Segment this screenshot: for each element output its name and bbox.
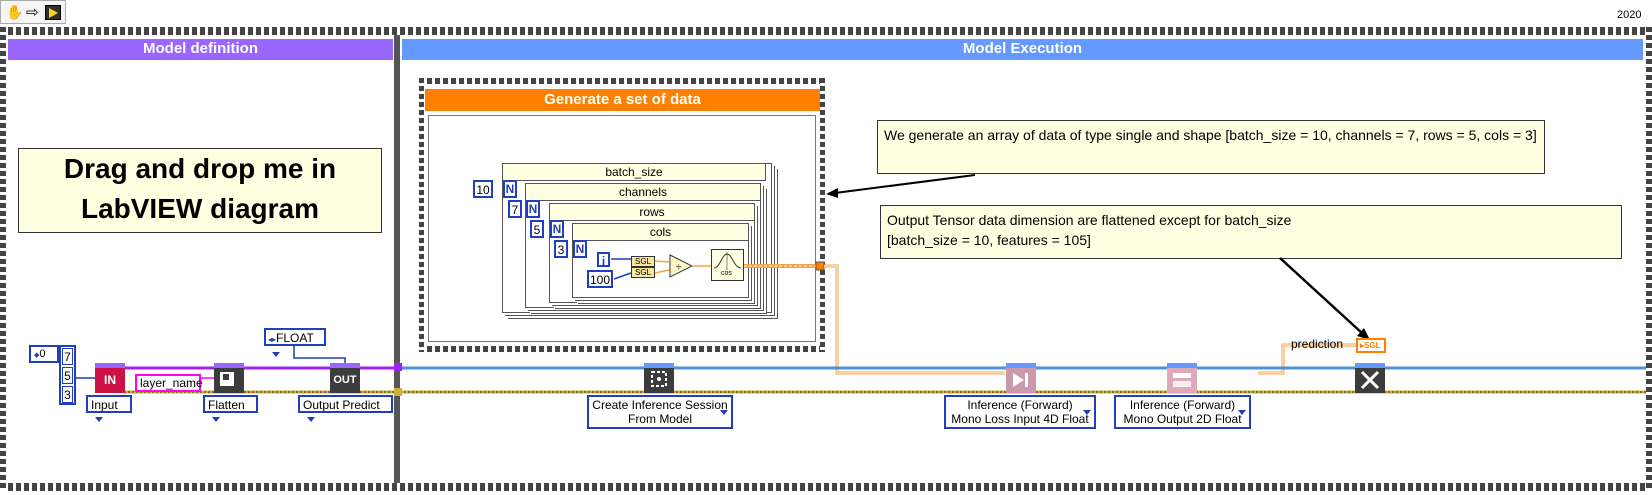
panel-header-model-execution: Model Execution <box>402 39 1643 60</box>
create-session-line2: From Model <box>627 412 692 426</box>
generate-frame-right <box>820 78 825 352</box>
svg-text:÷: ÷ <box>676 262 682 273</box>
generate-content <box>428 115 816 342</box>
output-note-line1: Output Tensor data dimension are flatten… <box>887 212 1292 228</box>
cos-node: cos <box>711 249 744 281</box>
channels-constant[interactable]: 7 <box>508 200 522 218</box>
flatten-selector[interactable]: Flatten <box>203 395 258 423</box>
output-forward-icon <box>1173 373 1191 387</box>
output-layer-label: OUT <box>333 374 357 386</box>
divide-node: ÷ <box>669 254 693 278</box>
generate-frame-top <box>419 78 825 84</box>
layer-name-constant[interactable]: layer_name <box>135 374 203 392</box>
release-session-node[interactable] <box>1355 363 1385 393</box>
arrow-icon[interactable]: ⇨ <box>26 4 39 21</box>
batch-n-terminal: N <box>503 180 517 198</box>
flatten-selector-label: Flatten <box>208 398 245 412</box>
cols-constant[interactable]: 3 <box>554 240 568 258</box>
flatten-node[interactable] <box>214 363 244 393</box>
frame-left-border <box>0 27 6 491</box>
float-ring-label: FLOAT <box>276 331 314 345</box>
frame-divider <box>394 35 400 483</box>
create-session-node[interactable] <box>644 363 674 393</box>
sgl-convert-top: SGL <box>631 256 655 267</box>
frame-bottom-border <box>0 483 1652 491</box>
chevron-down-icon <box>95 417 103 423</box>
output-note-line2: [batch_size = 10, features = 105] <box>887 232 1091 248</box>
prediction-indicator[interactable]: ▸SGL <box>1356 338 1386 353</box>
float-ring-arrows-icon: ◂▸ <box>268 335 277 344</box>
inference-output-line2: Mono Output 2D Float <box>1123 412 1242 426</box>
input-array-values: 7 5 3 <box>59 345 76 405</box>
cols-n-terminal: N <box>573 240 587 258</box>
input-layer-node[interactable]: IN <box>95 363 125 393</box>
input-selector[interactable]: Input <box>86 395 132 423</box>
chevron-down-icon <box>1238 410 1246 415</box>
loop-cols-label: cols <box>572 223 749 241</box>
close-icon <box>1360 370 1380 390</box>
sgl-convert-bottom: SGL <box>631 267 655 278</box>
output-layer-node[interactable]: OUT <box>330 363 360 393</box>
input-array-value-0[interactable]: 7 <box>62 348 73 365</box>
chevron-down-icon <box>1083 410 1091 415</box>
float-ring[interactable]: ◂▸FLOAT <box>264 328 326 358</box>
flatten-icon <box>220 372 234 386</box>
input-array-index-arrows: ◆ <box>34 352 40 359</box>
channels-n-terminal: N <box>526 200 540 218</box>
output-predict-selector[interactable]: Output Predict <box>298 395 393 423</box>
inference-output-selector[interactable]: Inference (Forward) Mono Output 2D Float <box>1114 395 1251 429</box>
loop-channels-label: channels <box>525 183 761 201</box>
drag-note: Drag and drop me in LabVIEW diagram <box>18 148 382 233</box>
chevron-down-icon <box>212 417 220 423</box>
prediction-label: prediction <box>1291 337 1344 351</box>
forward-icon <box>1013 373 1028 387</box>
drag-note-line1: Drag and drop me in <box>63 153 337 184</box>
input-array-value-1[interactable]: 5 <box>62 367 73 384</box>
run-icon[interactable] <box>45 5 61 20</box>
inference-loss-line1: Inference (Forward) <box>967 398 1073 412</box>
batch-size-constant[interactable]: 10 <box>473 180 493 198</box>
prediction-arrow-icon: ▸ <box>1360 341 1365 350</box>
generate-note: We generate an array of data of type sin… <box>877 120 1545 174</box>
prediction-type: SGL <box>1364 341 1381 350</box>
loop-batch-label: batch_size <box>502 163 766 181</box>
frame-right-border <box>1646 27 1652 491</box>
panel-header-model-definition: Model definition <box>8 39 393 60</box>
output-predict-selector-label: Output Predict <box>303 398 380 412</box>
inference-loss-node[interactable] <box>1006 363 1036 393</box>
input-array-index[interactable]: ◆0 <box>29 345 59 363</box>
chevron-down-icon <box>307 417 315 423</box>
rows-constant[interactable]: 5 <box>530 220 544 238</box>
inference-output-line1: Inference (Forward) <box>1129 398 1236 412</box>
drag-note-line2: LabVIEW diagram <box>80 193 320 224</box>
hand-icon[interactable]: ✋ <box>6 4 24 20</box>
create-session-selector[interactable]: Create Inference Session From Model <box>587 395 733 429</box>
generate-frame-bottom <box>419 346 825 352</box>
session-icon <box>651 371 667 387</box>
chevron-down-icon <box>720 410 728 415</box>
input-selector-label: Input <box>91 398 118 412</box>
cos-label: cos <box>721 270 732 277</box>
frame-top-border <box>0 27 1652 35</box>
toolbar: ✋ ⇨ <box>0 0 66 24</box>
generate-frame-left <box>419 78 424 352</box>
loop-rows-label: rows <box>549 203 755 221</box>
iteration-terminal: i <box>597 252 610 268</box>
output-note: Output Tensor data dimension are flatten… <box>880 205 1622 259</box>
chevron-down-icon <box>272 352 280 358</box>
create-session-line1: Create Inference Session <box>592 398 728 412</box>
generate-header: Generate a set of data <box>425 89 820 111</box>
rows-n-terminal: N <box>550 220 564 238</box>
inference-output-node[interactable] <box>1167 363 1197 393</box>
input-array-value-2[interactable]: 3 <box>62 386 73 403</box>
inference-loss-line2: Mono Loss Input 4D Float <box>951 412 1089 426</box>
inference-loss-selector[interactable]: Inference (Forward) Mono Loss Input 4D F… <box>944 395 1096 429</box>
hundred-constant[interactable]: 100 <box>587 270 613 288</box>
version-label: 2020 <box>1617 9 1642 21</box>
input-array-index-value: 0 <box>39 348 46 360</box>
input-layer-label: IN <box>104 373 116 387</box>
